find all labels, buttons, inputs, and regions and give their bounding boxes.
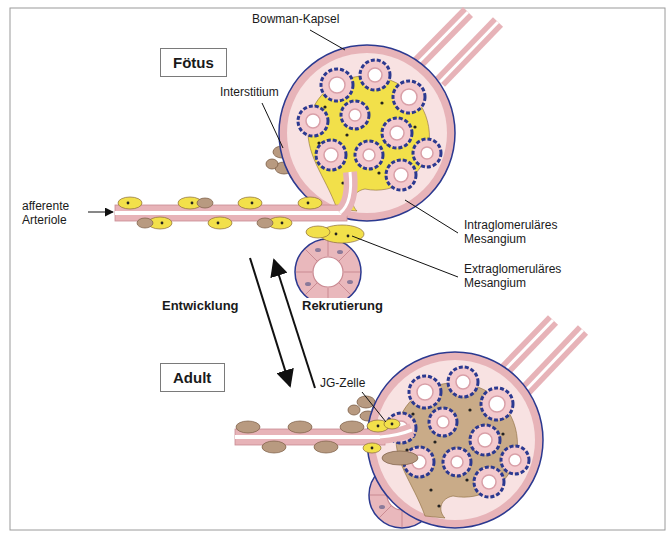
illustration-part [335, 233, 338, 236]
stage-name: Fötus [173, 54, 214, 71]
illustration-part [262, 103, 283, 148]
illustration-part [525, 330, 583, 391]
illustration-part [251, 202, 254, 205]
illustration-part [348, 405, 360, 415]
frame [10, 8, 665, 530]
illustration-part [382, 451, 418, 465]
illustration-part [235, 435, 385, 439]
illustration-part [306, 226, 330, 238]
illustration-part [288, 421, 312, 433]
illustration-part [191, 202, 194, 205]
illustration-part [314, 441, 338, 453]
illustration-part [352, 236, 458, 277]
illustration-part [137, 198, 273, 228]
illustration-part [525, 330, 583, 391]
illustration-part [362, 392, 386, 422]
illustration-part [340, 172, 351, 213]
transition-arrows [250, 258, 315, 388]
process-label: Entwicklung [160, 298, 241, 313]
fetal-glomerulus [115, 12, 498, 305]
illustration-part [274, 260, 315, 388]
jg-cells [363, 419, 400, 453]
illustration-part [127, 202, 130, 205]
illustration-part [281, 222, 284, 225]
illustration-part [371, 423, 394, 450]
illustration-part [208, 217, 232, 229]
structure-label: Interstitium [218, 85, 281, 99]
illustration-part [217, 222, 220, 225]
illustration-part [262, 441, 286, 453]
illustration-part [405, 200, 458, 233]
stage-box: Fötus [160, 48, 227, 77]
illustration-part [295, 239, 361, 305]
leader-lines [84, 30, 458, 422]
illustration-part [391, 423, 394, 426]
arteriole-cells [118, 197, 364, 243]
illustration-part [161, 222, 164, 225]
structure-label: Bowman-Kapsel [250, 12, 341, 26]
illustration-part [238, 197, 262, 209]
illustration-part [310, 30, 345, 50]
illustration-part [307, 202, 310, 205]
illustration-part [384, 419, 400, 429]
illustration-part [266, 159, 278, 169]
illustration-part [84, 212, 113, 213]
illustration-part [371, 447, 374, 450]
stage-name: Adult [173, 369, 212, 386]
illustration-part [137, 218, 153, 228]
adult-glomerulus [235, 320, 583, 528]
illustration-part [340, 421, 364, 433]
stage-box: Adult [160, 363, 225, 392]
illustration-part [127, 202, 350, 238]
illustration-part [279, 45, 455, 221]
illustration-part [347, 235, 350, 238]
illustration-part [250, 258, 290, 386]
illustration-part [298, 197, 322, 209]
illustration-part [367, 352, 543, 528]
illustration-part [440, 22, 498, 82]
illustration-part [197, 198, 213, 208]
illustration-part [363, 443, 381, 453]
structure-label: Intraglomeruläres Mesangium [462, 218, 584, 246]
illustration-part [440, 22, 498, 82]
illustration-part [118, 197, 142, 209]
illustration-part [257, 218, 273, 228]
illustration-part [377, 425, 380, 428]
illustration-part [115, 211, 347, 215]
structure-label: afferente Arteriole [20, 199, 88, 227]
structure-label: Extraglomeruläres Mesangium [462, 262, 588, 290]
illustration-part [235, 429, 385, 445]
process-label: Rekrutierung [300, 298, 385, 313]
cell-label: JG-Zelle [318, 376, 367, 390]
illustration-part [340, 172, 351, 213]
illustration-part [236, 421, 260, 433]
